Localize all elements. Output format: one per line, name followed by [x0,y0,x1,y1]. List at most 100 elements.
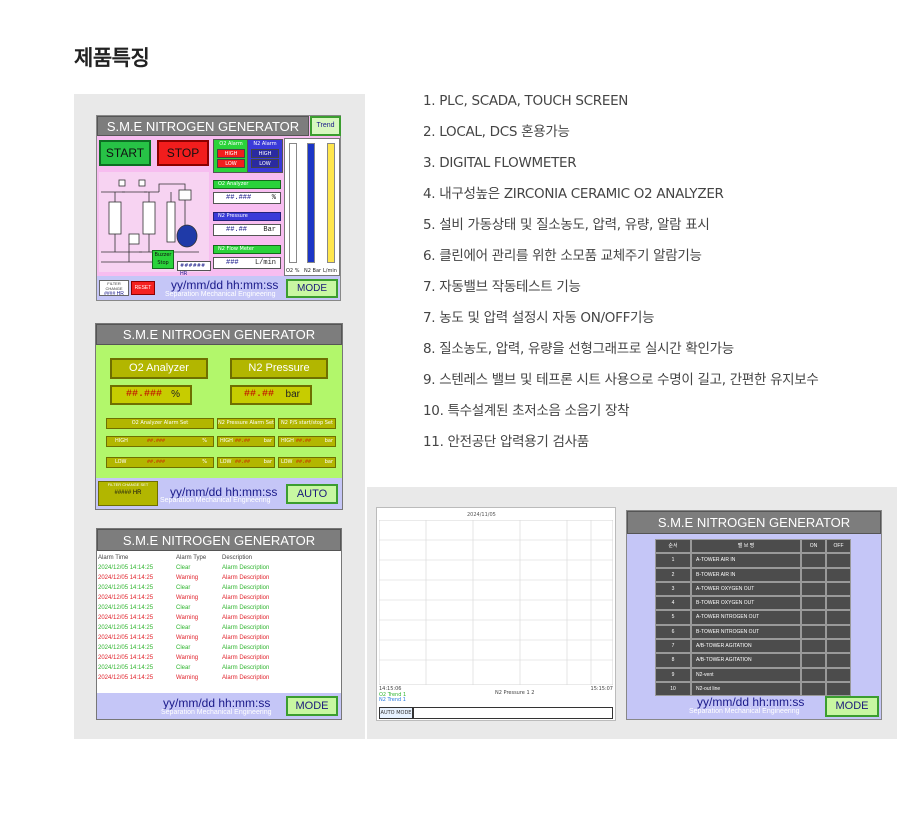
valve-number: 7 [655,639,691,654]
hmi-footer: FILTER CHANGE SET##### HR yy/mm/dd hh:mm… [96,478,342,509]
valve-off-button[interactable] [826,581,851,597]
footer-datetime: yy/mm/dd hh:mm:ss [171,278,279,292]
trend-button[interactable]: Trend [310,116,341,136]
filter-change-set[interactable]: FILTER CHANGE SET##### HR [98,481,158,506]
valve-number: 3 [655,581,691,597]
n2-alarm-set-heading: N2 Pressure Alarm Set [217,418,275,429]
valve-name: A-TOWER OXYGEN OUT [691,581,801,597]
setpoint-unit: bar [263,459,272,465]
valve-off-button[interactable] [826,553,851,568]
flow-unit: L/min [254,259,276,267]
feature-item: 5. 설비 가동상태 및 질소농도, 압력, 유량, 알람 표시 [423,217,710,233]
valve-number: 5 [655,610,691,625]
alarm-description: Alarm Description [222,615,270,621]
feature-item: 3. DIGITAL FLOWMETER [423,155,577,171]
valve-off-button[interactable] [826,567,851,582]
alarm-time: 2024/12/05 14:14:25 [98,645,154,651]
col-valve-name: 밸 브 명 [691,539,801,554]
setpoint-value: ##.## [296,438,312,444]
mode-button[interactable]: MODE [286,696,338,716]
valve-on-button[interactable] [801,596,826,611]
feature-item: 10. 특수설계된 초저소음 소음기 장착 [423,403,630,419]
setpoint-value: ##.## [235,459,251,465]
o2-alarm-caption: O2 Alarm [219,141,243,147]
setpoint-unit: bar [263,438,272,444]
valve-off-button[interactable] [826,681,851,697]
valve-on-button[interactable] [801,681,826,697]
n2-high-set[interactable]: HIGH##.##bar [217,436,275,447]
alarm-description: Alarm Description [222,585,270,591]
valve-on-button[interactable] [801,581,826,597]
valve-name: N2-vent [691,667,801,682]
trend-end-time: 15:15:07 [590,686,613,692]
col-alarm-time: Alarm Time [98,555,129,561]
valve-on-button[interactable] [801,653,826,668]
valve-off-button[interactable] [826,667,851,682]
n2-alarm-caption: N2 Alarm [253,141,277,147]
n2-reading-unit: bar [285,389,300,400]
start-low-set[interactable]: LOW##.##bar [278,457,336,468]
stop-button[interactable]: STOP [157,140,209,166]
bar-gauges: O2 % N2 Bar L/min [284,138,340,276]
start-high-set[interactable]: HIGH##.##bar [278,436,336,447]
col-off: OFF [826,539,851,554]
auto-mode-button[interactable]: AUTO MODE [379,707,413,719]
alarm-description: Alarm Description [222,675,270,681]
buzzer-stop-button[interactable]: Buzzer Stop [152,250,174,269]
col-description: Description [222,555,253,561]
filter-unit: HR [132,490,142,496]
footer-datetime: yy/mm/dd hh:mm:ss [163,696,271,710]
col-alarm-type: Alarm Type [176,555,207,561]
alarm-time: 2024/12/05 14:14:25 [98,575,154,581]
valve-on-button[interactable] [801,567,826,582]
footer-company: Separation Mechanical Engineering [165,291,276,298]
o2-low-set[interactable]: LOW##.###% [106,457,214,468]
alarm-type: Clear [176,645,191,651]
valve-on-button[interactable] [801,610,826,625]
auto-button[interactable]: AUTO [286,484,338,504]
run-hours-display: ###### HR [177,261,211,277]
valve-on-button[interactable] [801,667,826,682]
mode-button[interactable]: MODE [825,696,879,717]
valve-name: B-TOWER NITROGEN OUT [691,624,801,640]
col-no: 순서 [655,539,691,554]
valve-off-button[interactable] [826,610,851,625]
alarm-log-table: Alarm Time Alarm Type Description 2024/1… [98,553,340,683]
valve-off-button[interactable] [826,596,851,611]
valve-on-button[interactable] [801,639,826,654]
valve-off-button[interactable] [826,639,851,654]
alarm-description: Alarm Description [222,655,270,661]
n2-low-set[interactable]: LOW##.##bar [217,457,275,468]
mode-button[interactable]: MODE [286,279,338,298]
start-button[interactable]: START [99,140,151,166]
alarm-log-header: Alarm Time Alarm Type Description [98,553,340,563]
valve-number: 9 [655,667,691,682]
reset-button[interactable]: RESET [131,281,155,295]
alarm-time: 2024/12/05 14:14:25 [98,635,154,641]
valve-on-button[interactable] [801,624,826,640]
alarm-type: Clear [176,585,191,591]
valve-off-button[interactable] [826,653,851,668]
trend-input-field[interactable] [413,707,613,719]
o2-reading-value: ##.### [126,389,163,400]
valve-on-button[interactable] [801,553,826,568]
o2-high-set[interactable]: HIGH##.###% [106,436,214,447]
valve-name: N2-out line [691,681,801,697]
valve-off-button[interactable] [826,624,851,640]
